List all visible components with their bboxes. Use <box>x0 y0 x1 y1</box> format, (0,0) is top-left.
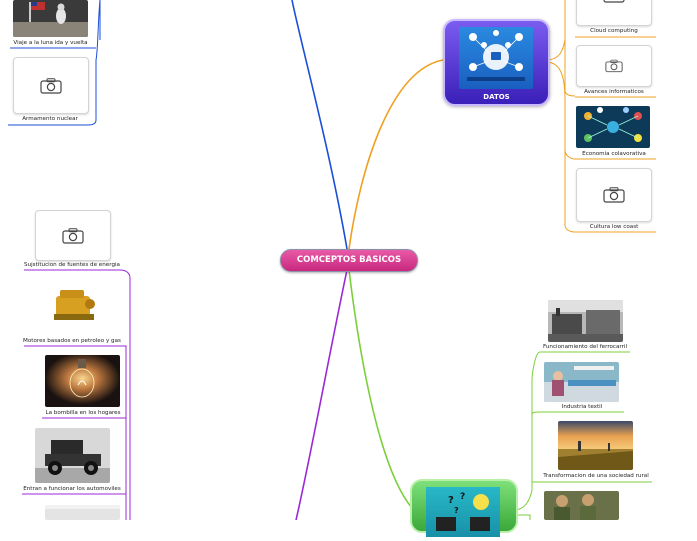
partial-photo-bottom-left <box>45 505 120 520</box>
svg-text:?: ? <box>448 495 454 506</box>
photo-placeholder-nuclear[interactable] <box>13 57 89 114</box>
caption-energia: Sujstitucion de fuentes de energia <box>24 262 120 268</box>
caption-cloud: Cloud computing <box>590 28 638 34</box>
camera-icon <box>603 0 625 3</box>
industry-illustration: ? ? ? <box>426 487 500 537</box>
caption-moon: Viaje a la luna ida y vuelta <box>13 40 88 46</box>
orange-branch-line <box>348 59 444 250</box>
lightbulb-photo <box>45 355 120 407</box>
automobile-photo <box>35 428 110 483</box>
datos-illustration <box>459 27 533 89</box>
datos-topic[interactable]: DATOS <box>443 19 550 106</box>
caption-nuclear: Armamento nuclear <box>22 116 78 122</box>
textile-photo <box>544 362 619 402</box>
purple-branch-line <box>295 269 348 520</box>
camera-icon <box>605 59 623 73</box>
moon-landing-photo <box>13 0 88 37</box>
industry-topic[interactable]: ? ? ? <box>410 479 518 537</box>
caption-bombilla: La bombilla en los hogares <box>45 410 121 416</box>
rural-photo <box>558 421 633 470</box>
caption-economia: Economia colavorativa <box>582 151 646 157</box>
green-branch-line <box>348 269 413 509</box>
caption-automoviles: Entran a funcionar los automoviles <box>23 486 121 492</box>
photo-placeholder-energia[interactable] <box>35 210 111 261</box>
photo-placeholder-avances[interactable] <box>576 45 652 87</box>
caption-ferrocarril: Funcionamiento del ferrocarril <box>542 344 628 350</box>
engine-photo <box>50 286 98 326</box>
root-topic[interactable]: COMCEPTOS BASICOS <box>280 249 418 272</box>
blue-sub-line <box>8 0 101 126</box>
svg-text:?: ? <box>460 492 465 502</box>
camera-icon <box>62 227 84 244</box>
caption-avances: Avances informaticos <box>584 89 644 95</box>
photo-placeholder-cloud[interactable] <box>576 0 652 26</box>
blue-branch-line <box>291 0 348 250</box>
caption-lowcoast: Cultura low coast <box>589 224 639 230</box>
economia-photo <box>576 106 650 148</box>
camera-icon <box>603 187 625 203</box>
svg-text:?: ? <box>454 506 459 515</box>
camera-icon <box>40 77 62 94</box>
caption-rural: Transformacion de una sociedad rural <box>543 473 649 479</box>
datos-label: DATOS <box>483 93 510 101</box>
partial-photo-bottom-right <box>544 491 619 520</box>
railway-photo <box>548 300 623 342</box>
caption-motores: Motores basados en petroleo y gas <box>23 338 121 344</box>
photo-placeholder-lowcoast[interactable] <box>576 168 652 222</box>
caption-textil: Industria textil <box>561 404 603 410</box>
